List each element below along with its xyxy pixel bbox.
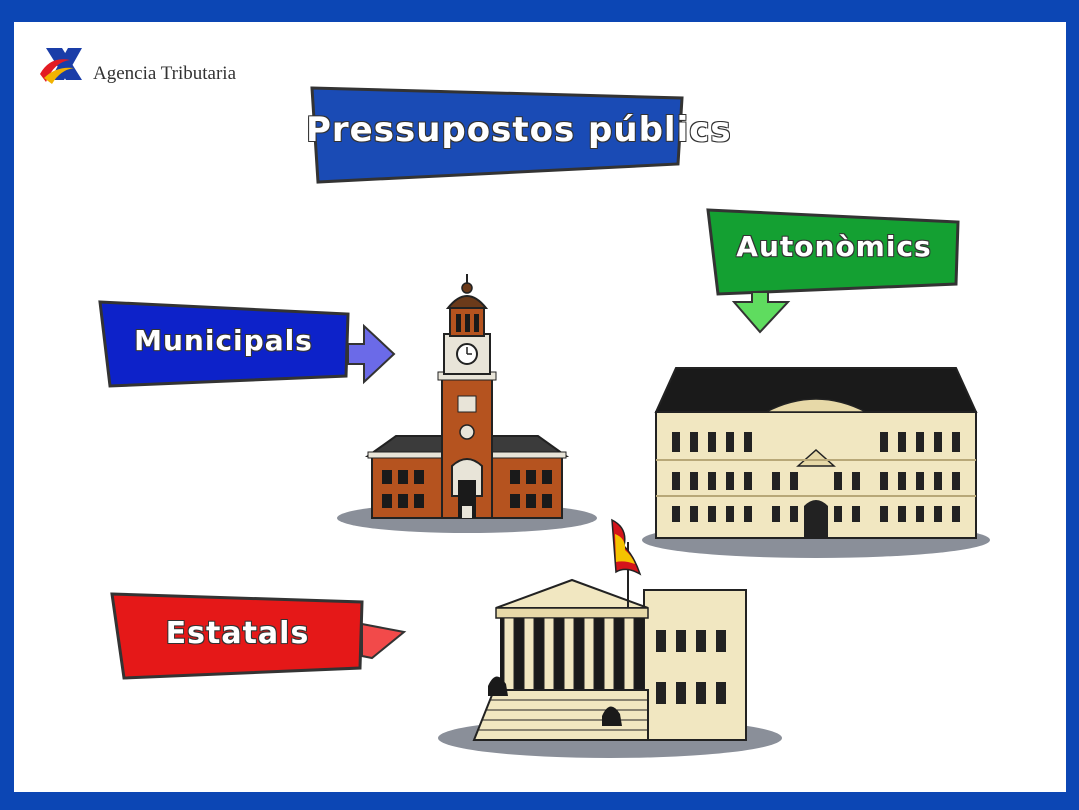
town-hall-icon <box>337 274 597 533</box>
estatals-label: Estatals <box>165 616 310 651</box>
estatals-banner: Estatals <box>110 592 410 682</box>
spanish-flag-icon <box>611 518 642 576</box>
slide: Agencia Tributaria Pressupostos públics … <box>14 22 1066 792</box>
municipals-label: Municipals <box>134 324 313 357</box>
page-title: Pressupostos públics <box>306 110 732 150</box>
autonomics-label: Autonòmics <box>736 230 932 263</box>
agencia-tributaria-logo-icon <box>40 48 82 84</box>
title-banner: Pressupostos públics <box>306 84 732 184</box>
congress-building-icon <box>438 542 782 758</box>
autonomics-banner: Autonòmics <box>706 208 962 334</box>
municipals-banner: Municipals <box>96 300 401 388</box>
agency-name: Agencia Tributaria <box>93 63 237 84</box>
regional-parliament-icon <box>642 367 990 558</box>
